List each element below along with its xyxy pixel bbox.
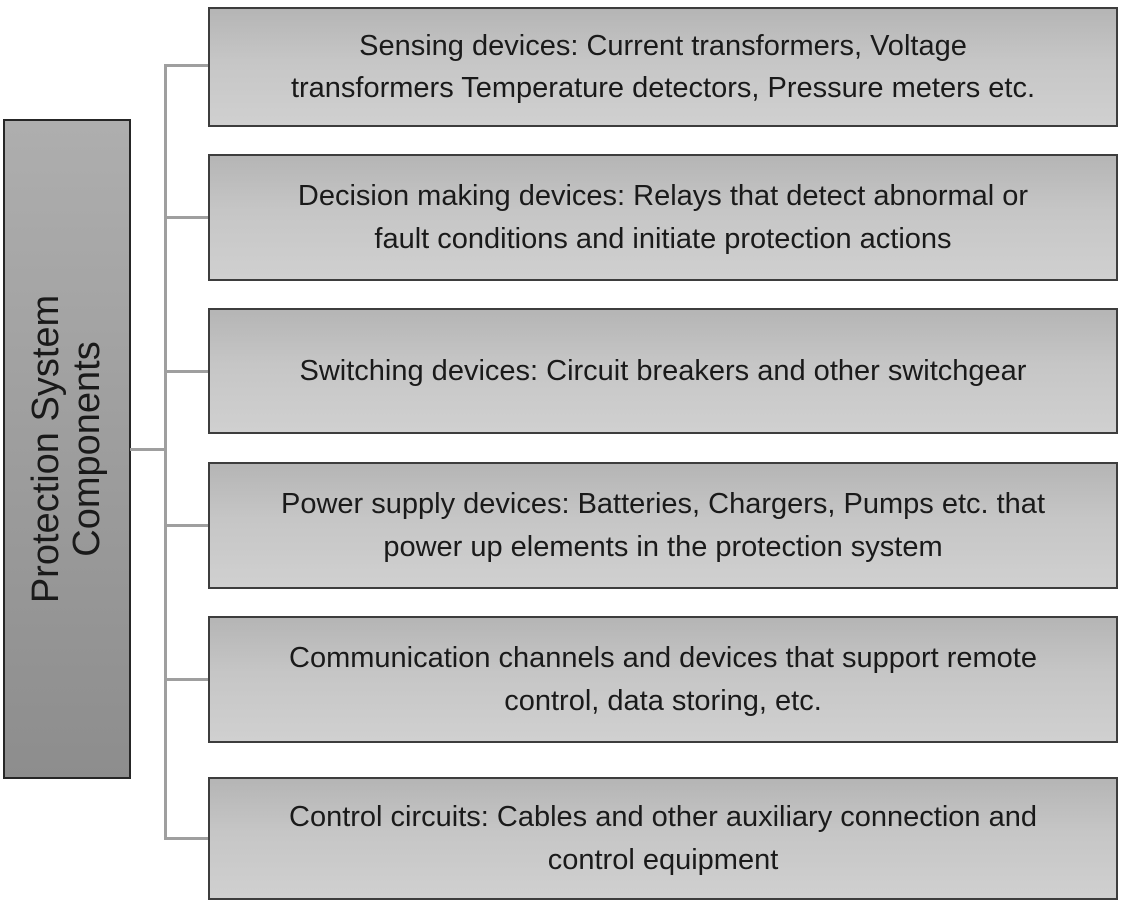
component-box-switching-devices: Switching devices: Circuit breakers and … [208, 308, 1118, 434]
component-box-power-supply-devices-text: Power supply devices: Batteries, Charger… [280, 488, 1045, 563]
connector-stub-control-circuits [166, 837, 208, 840]
title-line-2: Components [66, 341, 108, 557]
title-text: Protection System Components [24, 294, 108, 604]
connector-stub-sensing-devices [166, 64, 208, 67]
title-line-1: Protection System [24, 294, 67, 604]
connector-stub-communication-channels [166, 678, 208, 681]
component-box-switching-devices-text: Switching devices: Circuit breakers and … [299, 354, 1027, 387]
component-box-control-circuits-text: Control circuits: Cables and other auxil… [289, 801, 1037, 876]
connector-stub-power-supply-devices [166, 524, 208, 527]
connector-trunk-line [164, 64, 167, 840]
component-box-communication-channels: Communication channels and devices that … [208, 616, 1118, 743]
component-box-power-supply-devices: Power supply devices: Batteries, Charger… [208, 462, 1118, 589]
connector-stub-title [130, 448, 166, 451]
component-box-sensing-devices: Sensing devices: Current transformers, V… [208, 7, 1118, 127]
connector-stub-switching-devices [166, 370, 208, 373]
component-box-control-circuits: Control circuits: Cables and other auxil… [208, 777, 1118, 900]
component-box-decision-making-devices-text: Decision making devices: Relays that det… [297, 180, 1029, 255]
title-box-protection-system-components: Protection System Components [3, 119, 131, 779]
component-box-sensing-devices-text: Sensing devices: Current transformers, V… [290, 29, 1036, 104]
component-box-communication-channels-text: Communication channels and devices that … [289, 642, 1037, 717]
component-box-decision-making-devices: Decision making devices: Relays that det… [208, 154, 1118, 281]
connector-stub-decision-making-devices [166, 216, 208, 219]
